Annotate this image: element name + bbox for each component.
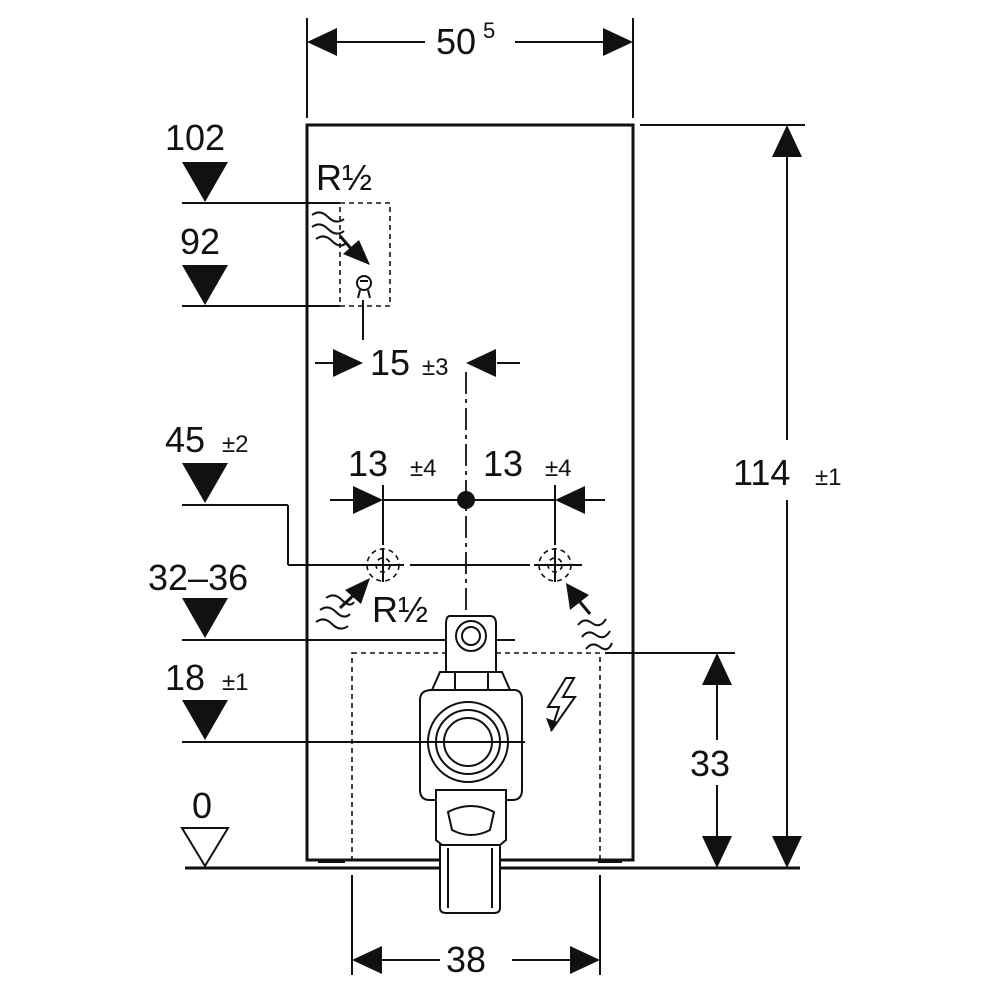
upper-thread-label: R½ xyxy=(316,157,372,198)
lower-right-water-wave-3 xyxy=(585,642,613,651)
width-sup-value: 5 xyxy=(483,18,495,43)
level-drain-value: 18 xyxy=(165,657,205,698)
width-main-value: 50 xyxy=(436,21,476,62)
lower-right-water-wave-1 xyxy=(577,618,607,627)
level-range-value: 32–36 xyxy=(148,557,248,598)
spacing-right-value: 13 xyxy=(483,443,523,484)
upper-water-wave-3 xyxy=(315,235,347,247)
level-marker-32-36: 32–36 xyxy=(148,557,515,641)
lower-right-water-outlet xyxy=(566,583,613,651)
lower-left-water-wave-1 xyxy=(315,618,349,630)
lower-right-flow-arrow-head xyxy=(566,583,589,610)
level-marker-92: 92 xyxy=(180,221,340,307)
height-total-tolerance: ±1 xyxy=(815,464,842,491)
lower-left-water-wave-2 xyxy=(319,606,351,618)
spacing-left-value: 13 xyxy=(348,443,388,484)
total-height-dimension: 114 ±1 xyxy=(640,124,842,868)
top-width-dimension: 50 5 xyxy=(306,18,634,118)
spacing-right-tolerance: ±4 xyxy=(545,455,572,482)
upper-inlet-ring-inner xyxy=(461,626,481,646)
upper-flow-arrow-head xyxy=(343,240,370,265)
side-connection-right xyxy=(534,548,582,582)
bottom-width-value: 38 xyxy=(446,939,486,980)
upper-water-wave-1 xyxy=(311,211,345,223)
lower-left-water-inlet: R½ xyxy=(315,578,428,630)
level-floor-value: 0 xyxy=(192,785,212,826)
lightning-bolt-icon xyxy=(546,677,577,732)
lateral-offset-dimension: 15 ±3 xyxy=(315,342,520,383)
electric-zone-height-value: 33 xyxy=(690,743,730,784)
level-second-supply-value: 92 xyxy=(180,221,220,262)
level-drain-tolerance: ±1 xyxy=(222,669,249,696)
side-connection-spacing-dimension: 13 ±4 13 ±4 xyxy=(330,443,605,545)
lower-right-water-wave-2 xyxy=(581,630,611,639)
upper-supply-dashed-box xyxy=(339,202,391,307)
drain-bend-opening xyxy=(446,805,496,836)
level-connection-tolerance: ±2 xyxy=(222,431,249,458)
lateral-offset-tolerance: ±3 xyxy=(422,354,449,381)
level-top-supply-value: 102 xyxy=(165,117,225,158)
lightning-arrow-tip xyxy=(546,718,558,731)
lower-thread-label: R½ xyxy=(372,589,428,630)
bottom-width-dimension: 38 xyxy=(351,875,601,980)
lower-left-water-wave-3 xyxy=(325,594,355,606)
electric-zone-height-dimension: 33 xyxy=(605,652,735,868)
drain-outlet-pipe xyxy=(439,844,501,914)
valve-icon xyxy=(356,275,372,299)
lower-left-flow-arrow-head xyxy=(345,578,370,604)
level-marker-102: 102 xyxy=(165,117,340,204)
spacing-left-tolerance: ±4 xyxy=(410,455,437,482)
level-marker-floor: 0 xyxy=(180,785,230,868)
lateral-offset-value: 15 xyxy=(370,342,410,383)
side-connection-left xyxy=(362,548,404,582)
height-total-value: 114 xyxy=(733,452,790,493)
level-connection-value: 45 xyxy=(165,419,205,460)
drain-pipe-assembly xyxy=(410,615,525,914)
upper-supply-connection: R½ xyxy=(311,157,391,340)
drain-collar xyxy=(430,671,512,691)
level-marker-45: 45 ±2 xyxy=(165,419,362,566)
upper-water-wave-2 xyxy=(311,223,345,235)
